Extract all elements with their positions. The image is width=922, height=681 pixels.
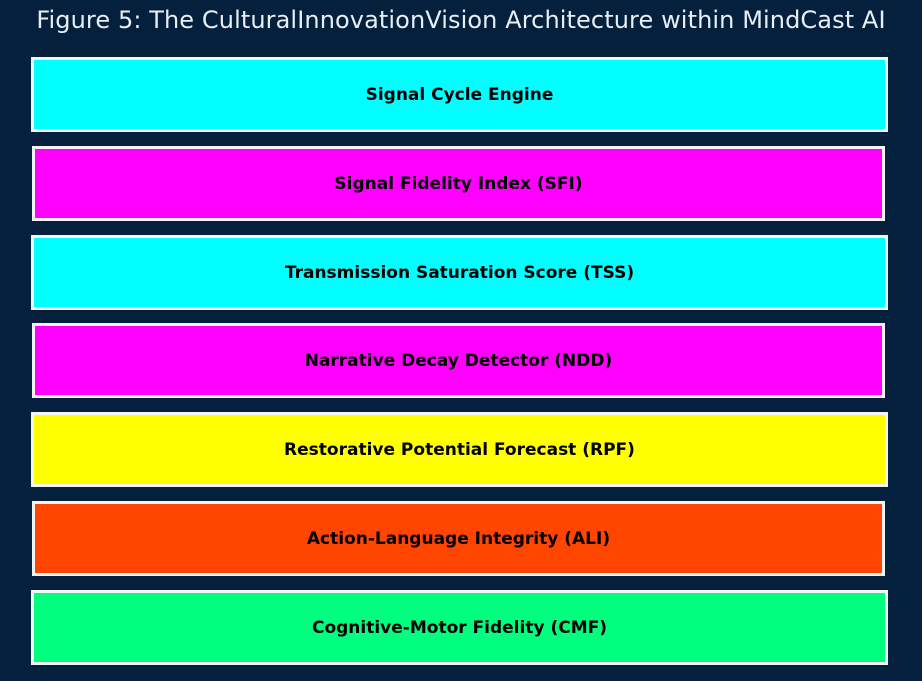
architecture-layer-box[interactable]: Narrative Decay Detector (NDD)	[32, 323, 885, 398]
architecture-layer-box[interactable]: Restorative Potential Forecast (RPF)	[31, 412, 888, 487]
architecture-layer-label: Signal Fidelity Index (SFI)	[334, 173, 583, 194]
architecture-layer-label: Restorative Potential Forecast (RPF)	[284, 439, 635, 460]
architecture-layer-label: Action-Language Integrity (ALI)	[306, 528, 611, 549]
architecture-layer-box[interactable]: Signal Cycle Engine	[31, 57, 888, 132]
architecture-layer-label: Narrative Decay Detector (NDD)	[304, 350, 613, 371]
architecture-layer-box[interactable]: Cognitive-Motor Fidelity (CMF)	[31, 590, 888, 665]
architecture-layer-label: Transmission Saturation Score (TSS)	[284, 262, 635, 283]
architecture-layer-box[interactable]: Action-Language Integrity (ALI)	[32, 501, 885, 576]
figure-title: Figure 5: The CulturalInnovationVision A…	[36, 6, 886, 34]
architecture-layer-box[interactable]: Signal Fidelity Index (SFI)	[32, 146, 885, 221]
architecture-layer-label: Signal Cycle Engine	[365, 84, 554, 105]
architecture-layer-label: Cognitive-Motor Fidelity (CMF)	[311, 617, 608, 638]
architecture-layer-box[interactable]: Transmission Saturation Score (TSS)	[31, 235, 888, 310]
